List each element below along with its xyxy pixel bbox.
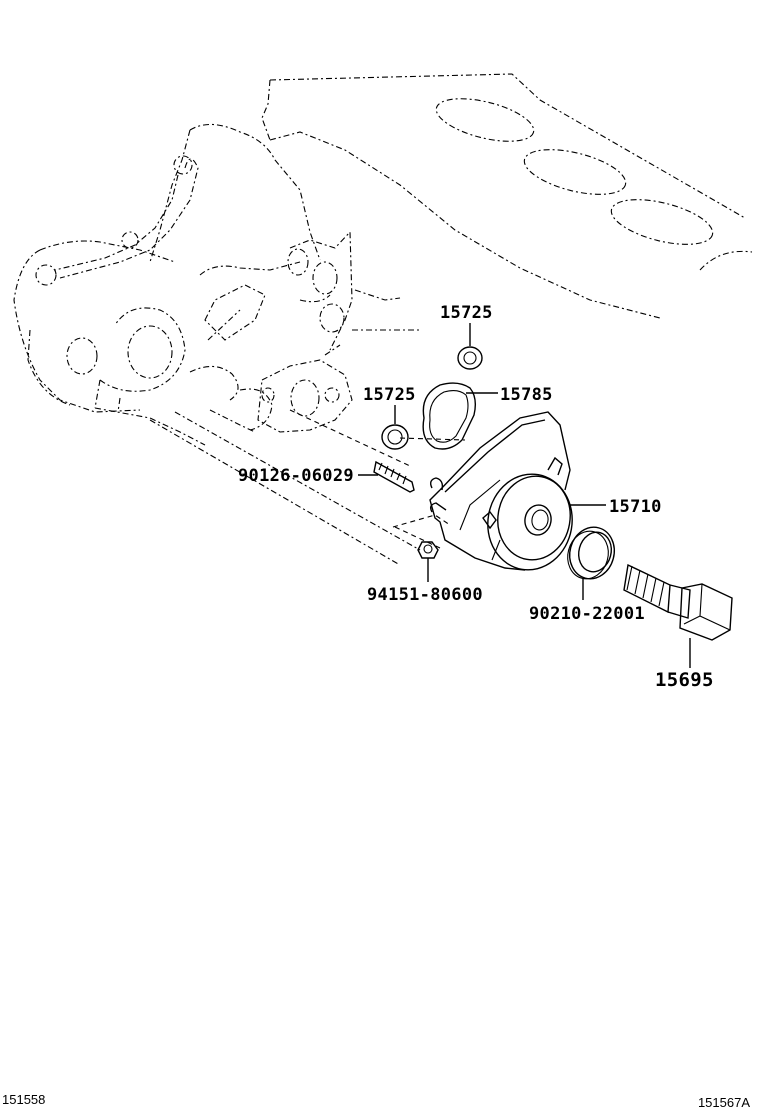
label-15725-mid: 15725 [363, 385, 416, 405]
engine-block-phantom [13, 73, 753, 566]
label-90126-06029: 90126-06029 [238, 466, 354, 486]
reference-code-left: 151558 [2, 1092, 46, 1107]
label-15695: 15695 [655, 669, 714, 691]
label-15785: 15785 [500, 385, 553, 405]
o-ring-15725-top [457, 346, 483, 370]
filter-housing-15710 [429, 411, 573, 571]
leader-lines [358, 323, 691, 668]
assembly-centerlines [289, 409, 466, 549]
reference-code-right: 151567A [697, 1095, 750, 1110]
stud-bolt-90126 [373, 460, 415, 493]
label-15725-top: 15725 [440, 303, 493, 323]
label-15710: 15710 [609, 497, 662, 517]
label-90210-22001: 90210-22001 [529, 604, 645, 624]
label-94151-80600: 94151-80600 [367, 585, 483, 605]
o-ring-15725-mid [381, 424, 409, 450]
union-bolt-15695 [623, 563, 733, 641]
gasket-ring-90210 [567, 526, 615, 580]
nut-94151 [417, 541, 439, 559]
gasket-15785 [422, 382, 477, 450]
